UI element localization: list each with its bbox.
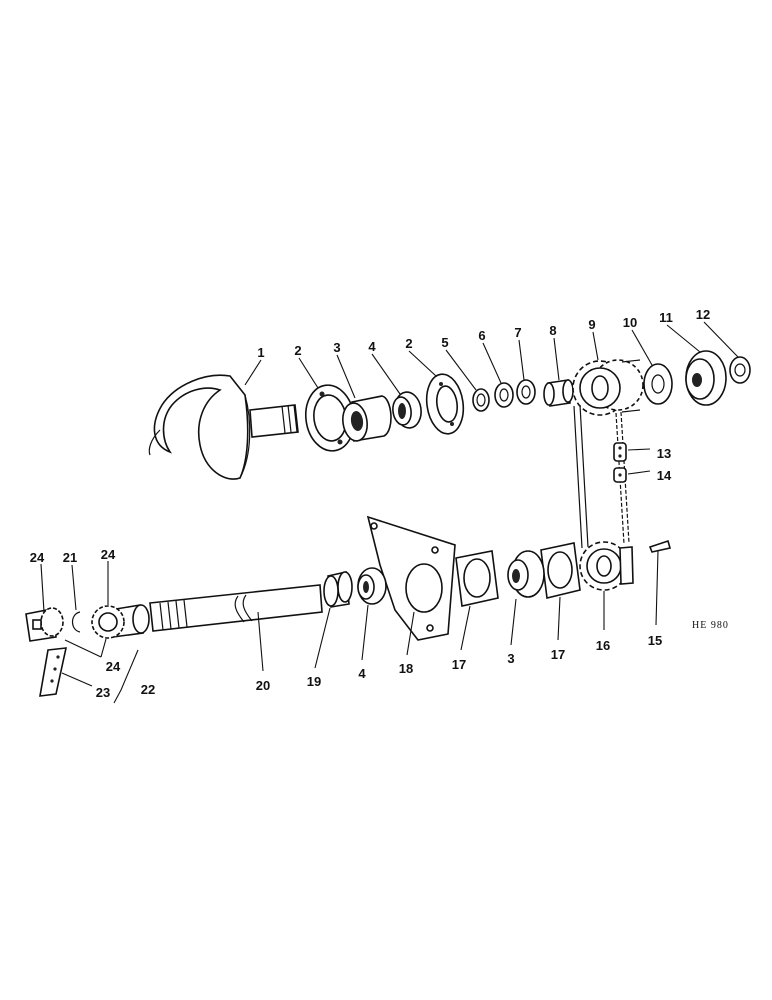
callout-18: 18 (399, 661, 413, 676)
part-8-spacer (543, 379, 574, 407)
part-21-snap-ring (71, 611, 81, 633)
part-24-sprocket-mid (91, 605, 125, 639)
callout-14: 14 (657, 468, 672, 483)
part-24-sprocket-left (25, 607, 64, 642)
part-6-washer (494, 382, 514, 408)
callout-15: 15 (648, 633, 662, 648)
callout-6: 6 (478, 328, 485, 343)
callout-labels: 1 2 3 4 2 5 6 7 8 9 10 11 12 13 14 15 16… (30, 307, 710, 700)
part-10-washer (643, 363, 673, 405)
callout-23: 23 (96, 685, 110, 700)
callout-21: 21 (63, 550, 77, 565)
part-7-washer (516, 379, 536, 405)
part-23-roller-chain (39, 647, 68, 697)
callout-2: 2 (405, 336, 412, 351)
part-20-shaft (149, 584, 323, 632)
callout-24: 24 (30, 550, 45, 565)
callout-1: 1 (257, 345, 264, 360)
part-18-mounting-plate (366, 515, 456, 641)
callout-4: 4 (368, 339, 376, 354)
callout-9: 9 (588, 317, 595, 332)
part-2-flange-bearing-right (425, 373, 465, 435)
part-17-flange-right (540, 542, 581, 599)
callout-8: 8 (549, 323, 556, 338)
part-14-offset-link (613, 467, 627, 483)
callout-19: 19 (307, 674, 321, 689)
part-13-chain-link (613, 442, 627, 462)
callout-20: 20 (256, 678, 270, 693)
roller-chain-drive (573, 404, 630, 549)
part-4-collar-lower (357, 567, 387, 605)
part-4-collar-upper (392, 391, 422, 429)
part-17-flange-left (455, 550, 499, 607)
part-19-collar (323, 571, 353, 608)
callout-24: 24 (101, 547, 116, 562)
callout-2: 2 (294, 343, 301, 358)
callout-22: 22 (141, 682, 155, 697)
part-3-bearing-upper (342, 395, 392, 442)
part-3-bearing-lower (507, 550, 545, 598)
callout-24: 24 (106, 659, 121, 674)
callout-16: 16 (596, 638, 610, 653)
part-1-auger-shaft (148, 374, 299, 480)
part-16-sprocket (579, 541, 634, 591)
callout-7: 7 (514, 325, 521, 340)
callout-13: 13 (657, 446, 671, 461)
callout-12: 12 (696, 307, 710, 322)
part-15-key (648, 539, 672, 553)
callout-17: 17 (452, 657, 466, 672)
part-5-washer (472, 388, 490, 412)
callout-4: 4 (358, 666, 366, 681)
callout-3: 3 (333, 340, 340, 355)
part-11-hub (685, 350, 727, 406)
callout-3: 3 (507, 651, 514, 666)
callout-10: 10 (623, 315, 637, 330)
part-12-washer (729, 356, 751, 384)
leader-lines (40, 321, 739, 704)
callout-11: 11 (659, 310, 673, 325)
drawing-number: HE 980 (692, 620, 729, 631)
part-9-double-sprocket (572, 359, 644, 416)
callout-5: 5 (441, 335, 448, 350)
callout-17: 17 (551, 647, 565, 662)
